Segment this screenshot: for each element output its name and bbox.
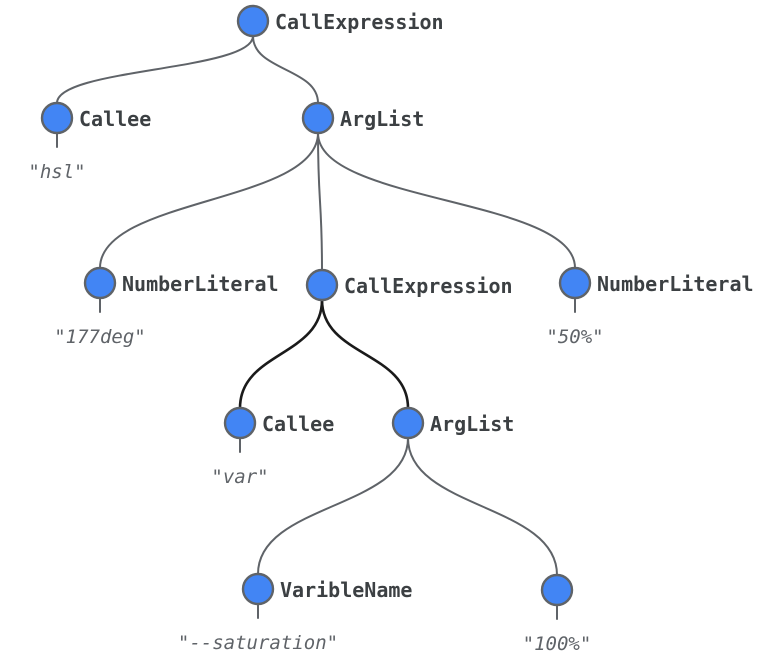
tree-node-value: "177deg" [54, 326, 146, 348]
tree-node-label: CallExpression [275, 10, 444, 34]
tree-node-value: "50%" [546, 326, 603, 348]
tree-node-value: "--saturation" [178, 632, 338, 654]
tree-node-label: ArgList [340, 107, 424, 131]
tree-node-label: NumberLiteral [122, 272, 279, 296]
tree-edge [407, 437, 558, 576]
tree-edge-highlighted [320, 298, 410, 410]
tree-edge [317, 132, 323, 271]
tree-node-variblename[interactable] [241, 572, 275, 606]
tree-node-arglist[interactable] [391, 406, 425, 440]
tree-node-numberliteral[interactable] [558, 266, 592, 300]
tree-edge-highlighted [238, 298, 324, 410]
tree-node-label: CallExpression [344, 274, 513, 298]
tree-edge [317, 132, 576, 269]
tree-node-unlabeled[interactable] [540, 573, 574, 607]
tree-node-value: "hsl" [28, 161, 85, 183]
tree-node-callee[interactable] [223, 406, 257, 440]
tree-node-value: "100%" [523, 633, 592, 655]
tree-edge [252, 35, 319, 104]
tree-node-label: ArgList [430, 412, 514, 436]
tree-node-value: "var" [211, 466, 268, 488]
tree-node-label: VaribleName [280, 578, 412, 602]
tree-node-label: NumberLiteral [597, 272, 754, 296]
tree-node-callee[interactable] [40, 101, 74, 135]
tree-node-arglist[interactable] [301, 101, 335, 135]
tree-node-callexpression[interactable] [305, 268, 339, 302]
tree-node-callexpression[interactable] [236, 4, 270, 38]
tree-node-numberliteral[interactable] [83, 266, 117, 300]
tree-edge [56, 35, 254, 104]
tree-node-label: Callee [262, 412, 334, 436]
tree-edge [99, 132, 319, 269]
tree-node-label: Callee [79, 107, 151, 131]
tree-edge [257, 437, 409, 575]
